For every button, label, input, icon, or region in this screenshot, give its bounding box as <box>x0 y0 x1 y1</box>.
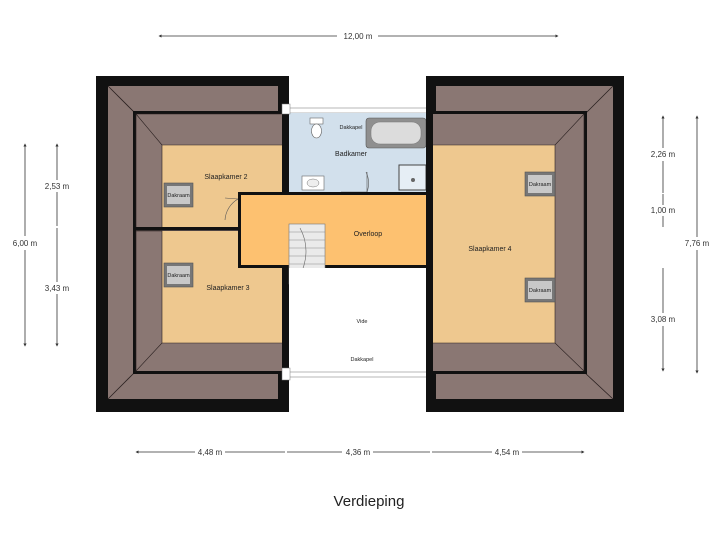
dimension-right-total: 7,76 m <box>685 115 710 374</box>
room-label-badkamer: Badkamer <box>335 151 368 158</box>
shower-icon <box>398 164 427 191</box>
room-label-overloop: Overloop <box>354 231 383 238</box>
dimension-top: 12,00 m <box>158 32 559 41</box>
room-label-dakkapel-top: Dakkapel <box>340 125 363 131</box>
room-label-slaapkamer-2: Slaapkamer 2 <box>204 174 247 181</box>
toilet-icon <box>311 123 322 139</box>
dimension-right-lower-label: 3,08 m <box>651 315 676 324</box>
room-label-vide: Vide <box>357 319 368 325</box>
dimension-left-total: 6,00 m <box>13 143 38 347</box>
room-label-dakkapel-bottom: Dakkapel <box>351 357 374 363</box>
dimension-left-lower-label: 3,43 m <box>45 284 70 293</box>
room-vide <box>289 268 429 372</box>
dimension-right-split: 2,26 m 1,00 m 3,08 m <box>651 115 676 372</box>
dimension-left-upper-label: 2,53 m <box>45 182 70 191</box>
room-label-slaapkamer-3: Slaapkamer 3 <box>206 285 249 292</box>
dimension-left-split: 2,53 m 3,43 m <box>45 143 70 347</box>
floor-title: Verdieping <box>334 493 405 510</box>
skylight-s4a-label: Dakraam <box>529 182 552 188</box>
skylight-s2-label: Dakraam <box>167 193 190 199</box>
dimension-bottom: 4,48 m 4,36 m 4,54 m <box>135 448 585 457</box>
dimension-right-upper-label: 2,26 m <box>651 150 676 159</box>
dimension-bottom-left-label: 4,48 m <box>198 448 223 457</box>
room-label-slaapkamer-4: Slaapkamer 4 <box>468 246 511 253</box>
dimension-right-middle-label: 1,00 m <box>651 206 676 215</box>
dimension-left-total-label: 6,00 m <box>13 239 38 248</box>
skylight-s3-label: Dakraam <box>167 273 190 279</box>
dimension-bottom-right-label: 4,54 m <box>495 448 520 457</box>
right-wing: Dakraam Dakraam Slaapkamer 4 <box>426 76 624 412</box>
skylight-s4b-label: Dakraam <box>529 288 552 294</box>
room-overloop <box>241 195 429 265</box>
dimension-right-total-label: 7,76 m <box>685 239 710 248</box>
dimension-top-label: 12,00 m <box>344 32 373 41</box>
dimension-bottom-middle-label: 4,36 m <box>346 448 371 457</box>
